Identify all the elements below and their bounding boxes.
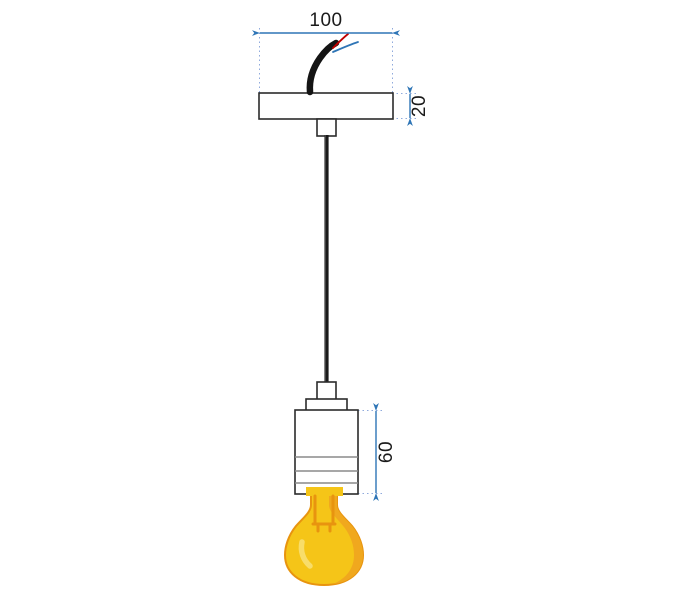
lamp-holder-socket bbox=[294, 381, 359, 495]
exposed-wire-ends bbox=[306, 33, 359, 96]
wire-sheath bbox=[306, 39, 340, 96]
light-bulb bbox=[283, 487, 365, 587]
bulb-base-collar bbox=[306, 487, 343, 496]
dimension-label-canopy-thickness: 20 bbox=[409, 95, 430, 117]
bulb-glass-shade bbox=[329, 492, 363, 584]
canopy-neck-body bbox=[316, 118, 337, 137]
wire-neutral-blue bbox=[332, 41, 359, 53]
canopy-plate-body bbox=[258, 92, 394, 120]
dimension-canopy-width: 100 bbox=[252, 10, 400, 36]
dimension-canopy-thickness: 20 bbox=[407, 86, 430, 126]
bulb-highlight bbox=[298, 539, 313, 569]
canopy-neck bbox=[316, 118, 337, 137]
socket-body bbox=[294, 409, 359, 495]
ceiling-canopy-plate bbox=[258, 92, 394, 120]
dimension-socket-height: 60 bbox=[373, 403, 397, 501]
dimension-label-canopy-width: 100 bbox=[309, 10, 342, 31]
suspension-cable bbox=[324, 135, 329, 383]
bulb-filament bbox=[311, 494, 337, 533]
dimension-label-socket-height: 60 bbox=[376, 441, 397, 463]
